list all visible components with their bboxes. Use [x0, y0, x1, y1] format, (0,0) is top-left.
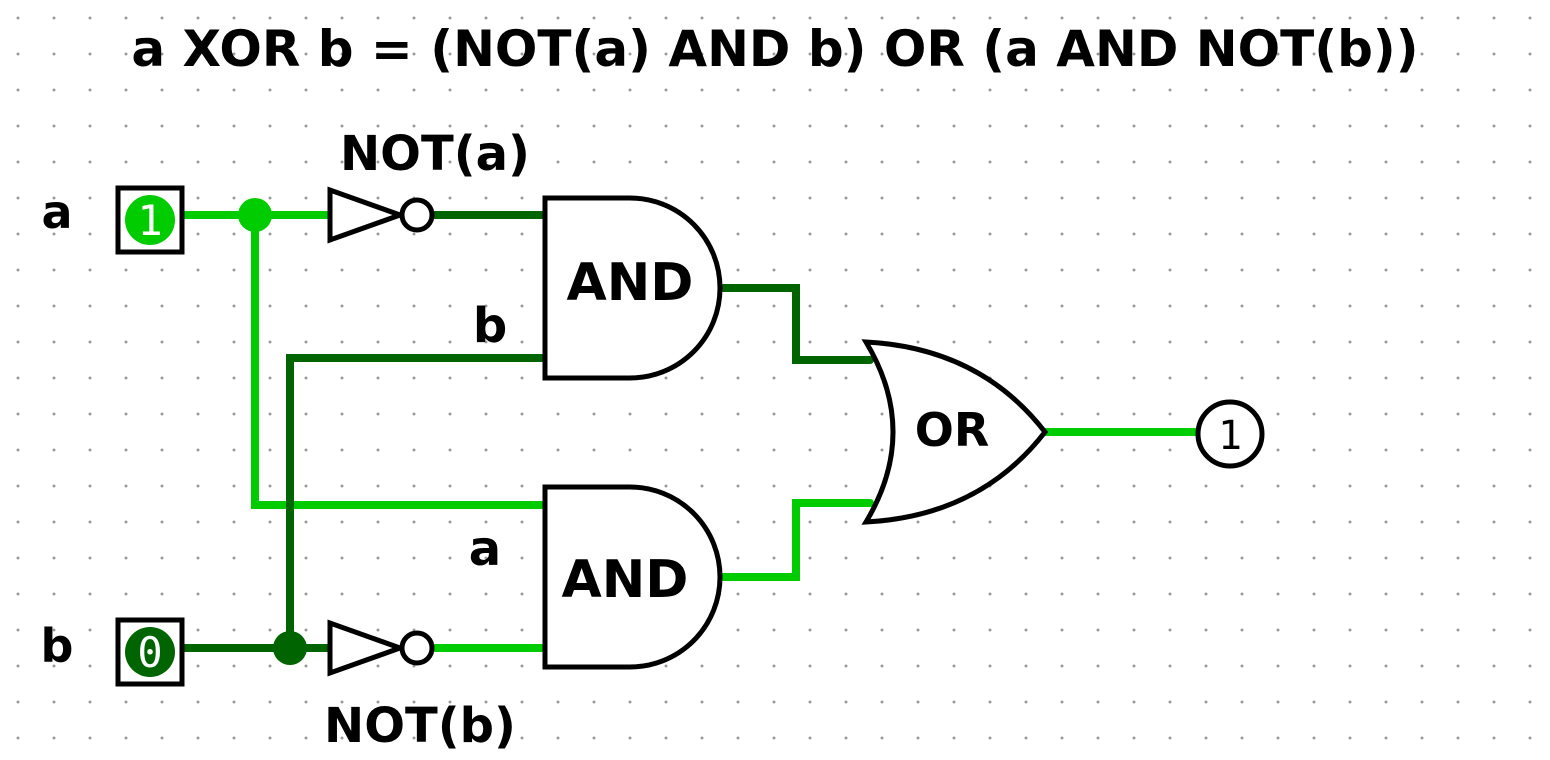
diagram-title: a XOR b = (NOT(a) AND b) OR (a AND NOT(b… — [131, 20, 1418, 78]
output-circle — [1195, 399, 1265, 469]
output-value: 1 — [1218, 413, 1242, 459]
not-b-gate[interactable]: NOT(b) — [324, 619, 516, 754]
or-label: OR — [915, 403, 990, 457]
input-b[interactable]: b 0 — [41, 617, 185, 687]
input-a-indicator — [125, 195, 175, 245]
or-gate[interactable]: OR — [861, 339, 1049, 525]
input-a-label: a — [41, 185, 72, 239]
not-a-triangle — [327, 186, 408, 244]
wire-and-top-to-or — [716, 284, 874, 364]
input-b-indicator — [125, 627, 175, 677]
and-top-body — [542, 195, 723, 381]
input-b-value: 0 — [137, 628, 162, 677]
output-probe: 1 — [1195, 399, 1265, 469]
input-a[interactable]: a 1 — [41, 185, 185, 255]
junction-b — [273, 631, 307, 665]
not-b-bubble — [399, 630, 435, 666]
not-a-label: NOT(a) — [340, 126, 530, 182]
input-a-value: 1 — [137, 196, 162, 245]
and-bottom-gate[interactable]: AND a — [469, 484, 723, 670]
not-b-label: NOT(b) — [324, 698, 516, 754]
and-bottom-input-label: a — [469, 521, 501, 577]
wire-and-bottom-to-or — [716, 499, 874, 581]
input-b-label: b — [41, 619, 74, 673]
not-b-triangle — [327, 619, 408, 677]
and-bottom-label: AND — [562, 550, 689, 610]
junction-a — [238, 198, 272, 232]
and-top-input-label: b — [473, 298, 507, 354]
and-top-gate[interactable]: AND b — [473, 195, 723, 381]
wire-b-to-and-top — [286, 354, 549, 652]
wire-a-to-and-bottom — [251, 211, 549, 509]
not-a-gate[interactable]: NOT(a) — [327, 126, 530, 244]
not-a-bubble — [399, 197, 435, 233]
and-bottom-body — [542, 484, 723, 670]
or-body — [861, 339, 1049, 525]
and-top-label: AND — [567, 253, 694, 313]
